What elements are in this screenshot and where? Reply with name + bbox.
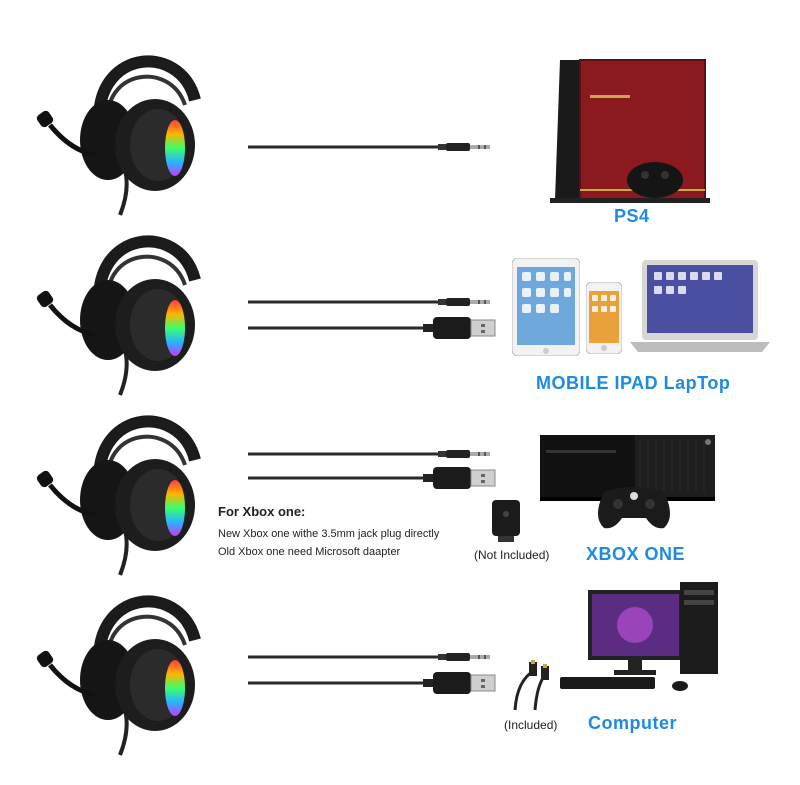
audio-usb-cable	[248, 290, 518, 350]
headset-image	[30, 390, 230, 580]
headset-image	[30, 30, 230, 220]
ps4-console-image	[550, 55, 720, 205]
headset-image	[30, 210, 230, 400]
headset-image	[30, 570, 230, 760]
audio-usb-cable	[248, 645, 518, 705]
ipad-image	[512, 258, 580, 356]
not-included-tag: (Not Included)	[474, 548, 550, 562]
iphone-image	[586, 282, 622, 354]
xbox-console-image	[540, 430, 720, 530]
audio-cable	[248, 140, 508, 154]
xbox-note-line2: Old Xbox one need Microsoft daapter	[218, 546, 401, 558]
xbox-controller-image	[594, 482, 674, 532]
splitter-adapter-image	[505, 660, 555, 716]
desktop-computer-image	[560, 582, 730, 702]
device-label-mobile: MOBILE IPAD LapTop	[536, 373, 731, 393]
xbox-adapter-image	[486, 496, 526, 544]
laptop-image	[630, 260, 770, 356]
device-label-ps4: PS4	[614, 206, 650, 226]
device-label-computer: Computer	[588, 713, 677, 733]
xbox-note-heading: For Xbox one:	[218, 504, 306, 519]
audio-usb-cable	[248, 442, 518, 502]
device-label-xbox: XBOX ONE	[586, 544, 686, 564]
included-tag: (Included)	[504, 718, 558, 732]
xbox-note-line1: New Xbox one withe 3.5mm jack plug direc…	[218, 528, 440, 540]
